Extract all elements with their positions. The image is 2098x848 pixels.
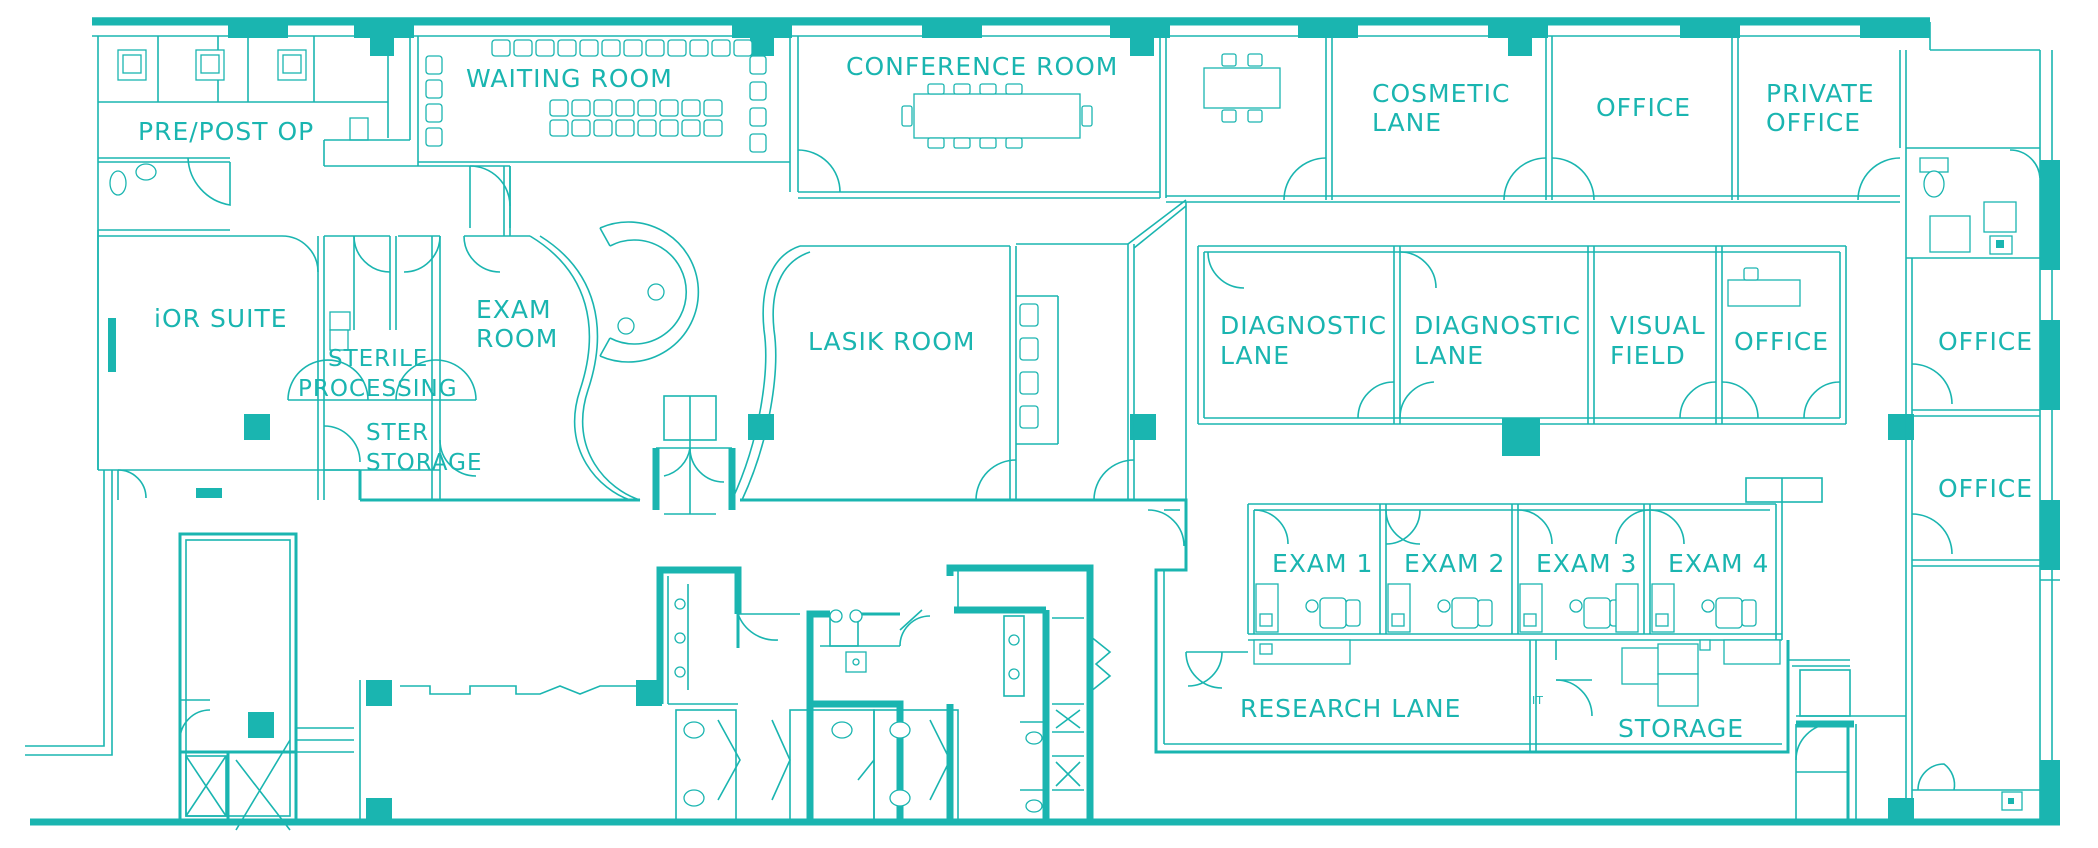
label-pre-post-op: PRE/POST OP	[138, 117, 314, 146]
label-research-lane: RESEARCH LANE	[1240, 694, 1461, 723]
bottom-left-area	[117, 469, 636, 831]
waiting-chairs-top	[491, 39, 753, 57]
label-diagnostic-lane-a-line2: LANE	[1220, 341, 1290, 370]
waiting-room-area	[417, 36, 790, 228]
label-office-top: OFFICE	[1596, 93, 1691, 122]
label-visual-field-line1: VISUAL	[1610, 311, 1706, 340]
room-labels: WAITING ROOM CONFERENCE ROOM PRE/POST OP…	[138, 52, 2033, 743]
diagnostic-lanes	[1197, 245, 1847, 425]
label-ior-suite: iOR SUITE	[154, 304, 288, 333]
circular-reception	[599, 221, 700, 363]
waiting-chairs-right	[749, 55, 767, 153]
label-exam-3: EXAM 3	[1536, 549, 1637, 578]
exam-rooms	[1247, 477, 1823, 641]
label-it: IT	[1532, 694, 1544, 707]
label-office-right-2: OFFICE	[1938, 474, 2033, 503]
right-offices	[1905, 258, 2060, 800]
pre-post-op-area	[98, 36, 510, 231]
label-exam-2: EXAM 2	[1404, 549, 1505, 578]
restroom-cluster	[656, 564, 1112, 823]
label-exam-room-line1: EXAM	[476, 295, 552, 324]
label-private-office-line2: OFFICE	[1766, 108, 1861, 137]
central-entry	[652, 395, 736, 515]
label-exam-4: EXAM 4	[1668, 549, 1769, 578]
label-exam-room-line2: ROOM	[476, 324, 558, 353]
label-cosmetic-lane-line2: LANE	[1372, 108, 1442, 137]
waiting-chairs-left	[425, 55, 443, 147]
label-diagnostic-lane-b-line2: LANE	[1414, 341, 1484, 370]
label-storage: STORAGE	[1618, 714, 1744, 743]
bottom-right-area	[1795, 669, 2040, 822]
exam-equipment	[1255, 583, 1757, 633]
label-diagnostic-lane-a-line1: DIAGNOSTIC	[1220, 311, 1387, 340]
label-private-office-line1: PRIVATE	[1766, 79, 1875, 108]
ior-suite-area	[97, 166, 641, 502]
conference-room-area	[789, 36, 1167, 199]
label-exam-1: EXAM 1	[1272, 549, 1373, 578]
label-ster-storage-line2: STORAGE	[366, 450, 483, 476]
label-office-right-1: OFFICE	[1938, 327, 2033, 356]
label-ster-storage-line1: STER	[366, 420, 429, 446]
conference-table	[901, 83, 1093, 149]
label-sterile-processing-line2: PROCESSING	[298, 376, 458, 402]
label-lasik-room: LASIK ROOM	[808, 327, 975, 356]
waiting-chairs-center	[549, 99, 723, 137]
label-waiting-room: WAITING ROOM	[466, 64, 673, 93]
label-conference-room: CONFERENCE ROOM	[846, 52, 1118, 81]
label-cosmetic-lane-line1: COSMETIC	[1372, 79, 1510, 108]
label-office-mid: OFFICE	[1734, 327, 1829, 356]
label-visual-field-line2: FIELD	[1610, 341, 1686, 370]
research-storage	[1147, 498, 1850, 754]
top-offices	[1166, 36, 1907, 203]
lasik-room-area	[731, 199, 1187, 502]
label-sterile-processing-line1: STERILE	[328, 346, 428, 372]
label-diagnostic-lane-b-line1: DIAGNOSTIC	[1414, 311, 1581, 340]
restroom-top-right	[1905, 147, 2041, 259]
